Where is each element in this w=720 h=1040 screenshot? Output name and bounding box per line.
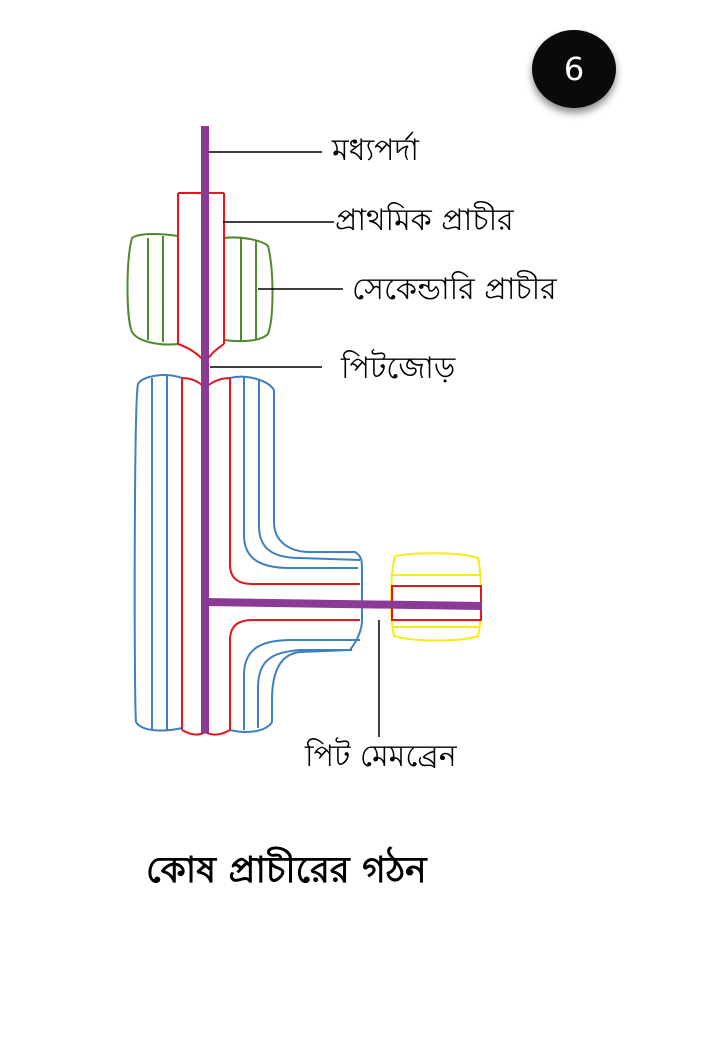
label-secondary-wall: সেকেন্ডারি প্রাচীর (352, 272, 557, 307)
adjacent-cell-wall (390, 552, 482, 642)
label-middle-lamella: মধ্যপর্দা (332, 133, 419, 168)
page-number-badge: 6 (532, 30, 616, 108)
upper-secondary-wall (126, 233, 274, 346)
lower-secondary-wall (133, 374, 363, 733)
diagram-caption: কোষ প্রাচীরের গঠন (146, 850, 427, 891)
label-pit-pair: পিটজোড় (341, 351, 456, 386)
lower-primary-wall (181, 377, 360, 736)
leader-lines (209, 151, 380, 737)
middle-lamella (201, 126, 482, 733)
label-pit-membrane: পিট মেমব্রেন (305, 739, 457, 774)
label-primary-wall: প্রাথমিক প্রাচীর (335, 203, 514, 238)
